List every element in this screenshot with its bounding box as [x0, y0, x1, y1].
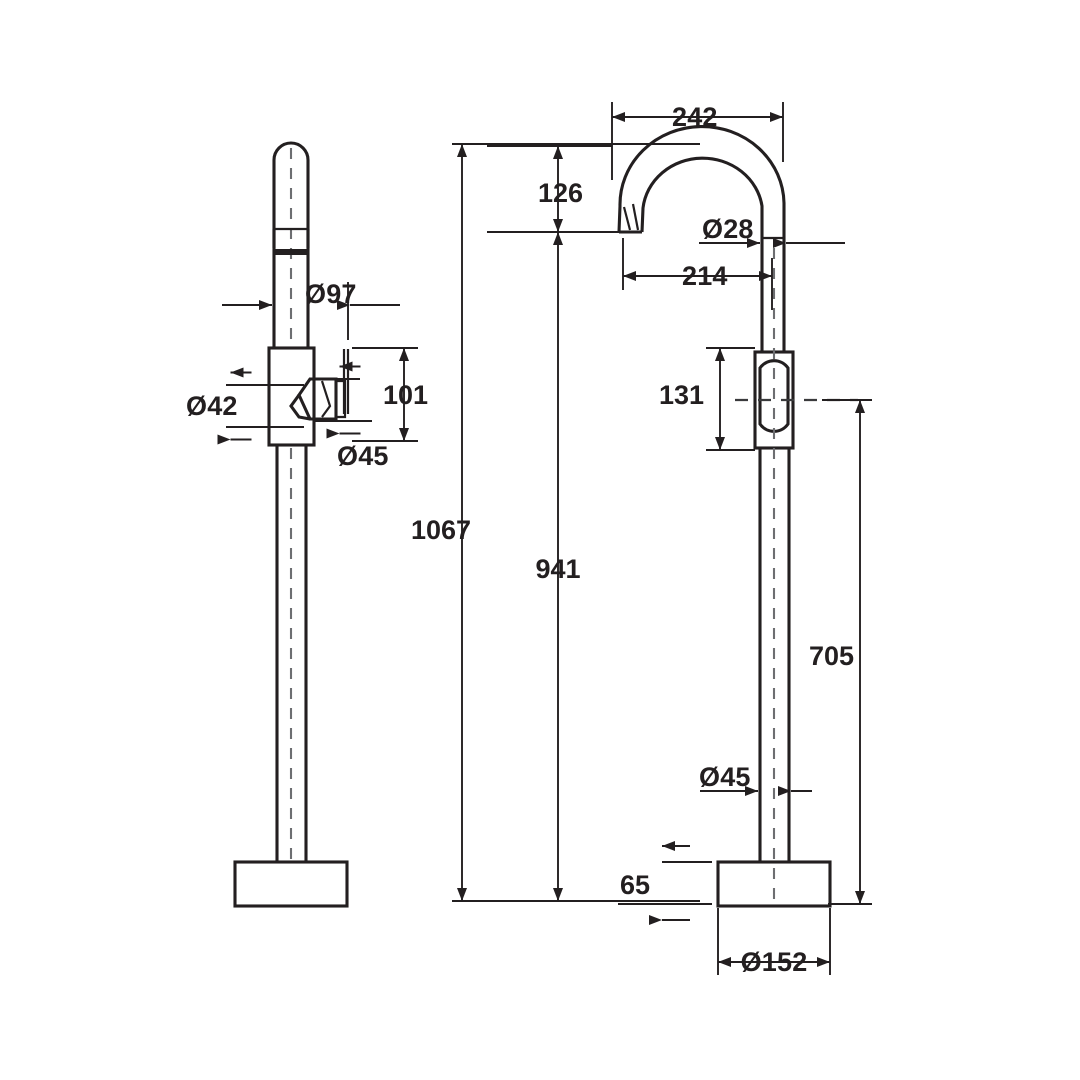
spout-tip-line-1 [622, 206, 632, 231]
d705-label: 705 [809, 641, 854, 671]
dimension-1067: 1067 [411, 143, 700, 902]
handle-lever-front [297, 377, 338, 421]
dia28-label: Ø28 [702, 214, 754, 244]
d941-label: 941 [535, 554, 580, 584]
dimension-dia42: Ø42 [186, 367, 304, 445]
dimension-dia28: Ø28 [699, 214, 845, 248]
spout-tip-line-2 [631, 203, 640, 231]
dimension-705: 705 [809, 399, 872, 905]
d65-label: 65 [620, 870, 650, 900]
spout-inner-arc [640, 156, 764, 238]
side-view-group: 242 126 Ø28 214 1067 [411, 102, 872, 977]
d131-label: 131 [659, 380, 704, 410]
dimension-dia45-left: Ø45 [313, 361, 389, 471]
dimension-65: 65 [618, 841, 712, 925]
dimension-214: 214 [622, 238, 773, 310]
dia45L-label: Ø45 [337, 441, 389, 471]
handle-detail-front [320, 380, 332, 418]
handle-capsule-side [758, 359, 790, 433]
riser-top-cap [272, 141, 310, 248]
dia45R-label: Ø45 [699, 762, 751, 792]
front-view-group: Ø97 Ø42 Ø45 101 [186, 141, 428, 908]
d1067-label: 1067 [411, 515, 471, 545]
dimension-dia45-right: Ø45 [699, 762, 812, 796]
d214-label: 214 [682, 261, 728, 291]
lower-stem-front [275, 445, 308, 862]
dimension-101: 101 [352, 347, 428, 442]
spout-riser-tube [760, 238, 786, 352]
dia152-label: Ø152 [741, 947, 808, 977]
base-cover-front [233, 860, 349, 908]
dimension-941: 941 [535, 232, 581, 901]
d126-label: 126 [538, 178, 583, 208]
spout-outer-arc [617, 124, 786, 238]
d242-label: 242 [672, 102, 718, 132]
dimension-dia97: Ø97 [222, 279, 400, 340]
d101-label: 101 [383, 380, 428, 410]
riser-collar-band [274, 249, 308, 255]
dimension-242: 242 [611, 102, 784, 180]
dia42-label: Ø42 [186, 391, 238, 421]
dia97-label: Ø97 [305, 279, 357, 309]
handle-lever-back-front [289, 394, 311, 421]
mixer-body-front [267, 346, 316, 447]
dimension-131: 131 [659, 347, 755, 451]
dimension-dia152: Ø152 [717, 908, 831, 977]
